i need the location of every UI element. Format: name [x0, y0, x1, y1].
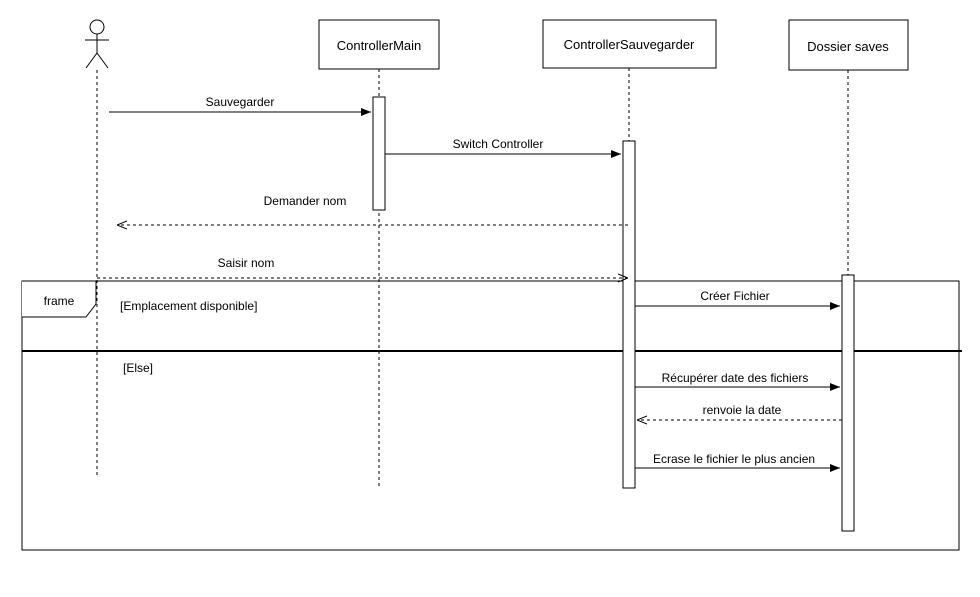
message-renvoie-date: renvoie la date	[637, 403, 842, 420]
message-label: Ecrase le fichier le plus ancien	[653, 452, 815, 466]
frame-guard-else: [Else]	[123, 361, 153, 375]
message-creer-fichier: Créer Fichier	[635, 289, 840, 310]
participant-controller-main: ControllerMain	[318, 19, 440, 70]
combined-fragment: frame [Emplacement disponible] [Else]	[21, 280, 962, 551]
activation-bar-controller-main	[372, 96, 386, 211]
frame-label: frame	[44, 294, 75, 308]
message-saisir-nom: Saisir nom	[97, 256, 628, 278]
message-recuperer-date: Récupérer date des fichiers	[635, 371, 840, 391]
message-switch-controller: Switch Controller	[385, 137, 621, 158]
message-ecrase-fichier: Ecrase le fichier le plus ancien	[635, 452, 840, 472]
stick-figure-icon	[85, 19, 109, 69]
message-label: Switch Controller	[453, 137, 544, 151]
frame-label-tab	[22, 280, 97, 318]
participant-controller-sauvegarder: ControllerSauvegarder	[542, 19, 717, 69]
participant-label: Dossier saves	[807, 39, 889, 54]
message-label: Saisir nom	[218, 256, 275, 270]
message-label: Sauvegarder	[206, 95, 275, 109]
frame-guard-condition: [Emplacement disponible]	[120, 299, 257, 313]
message-label: Créer Fichier	[700, 289, 769, 303]
participant-label: ControllerMain	[337, 38, 422, 53]
message-demander-nom: Demander nom	[117, 194, 628, 225]
activation-bar-controller-sauvegarder	[622, 140, 636, 489]
message-label: Récupérer date des fichiers	[662, 371, 809, 385]
message-label: Demander nom	[264, 194, 347, 208]
message-label: renvoie la date	[703, 403, 782, 417]
message-sauvegarder: Sauvegarder	[109, 95, 371, 116]
participant-dossier-saves: Dossier saves	[788, 19, 909, 71]
participant-label: ControllerSauvegarder	[564, 37, 695, 52]
activation-bar-dossier-saves	[841, 274, 855, 532]
